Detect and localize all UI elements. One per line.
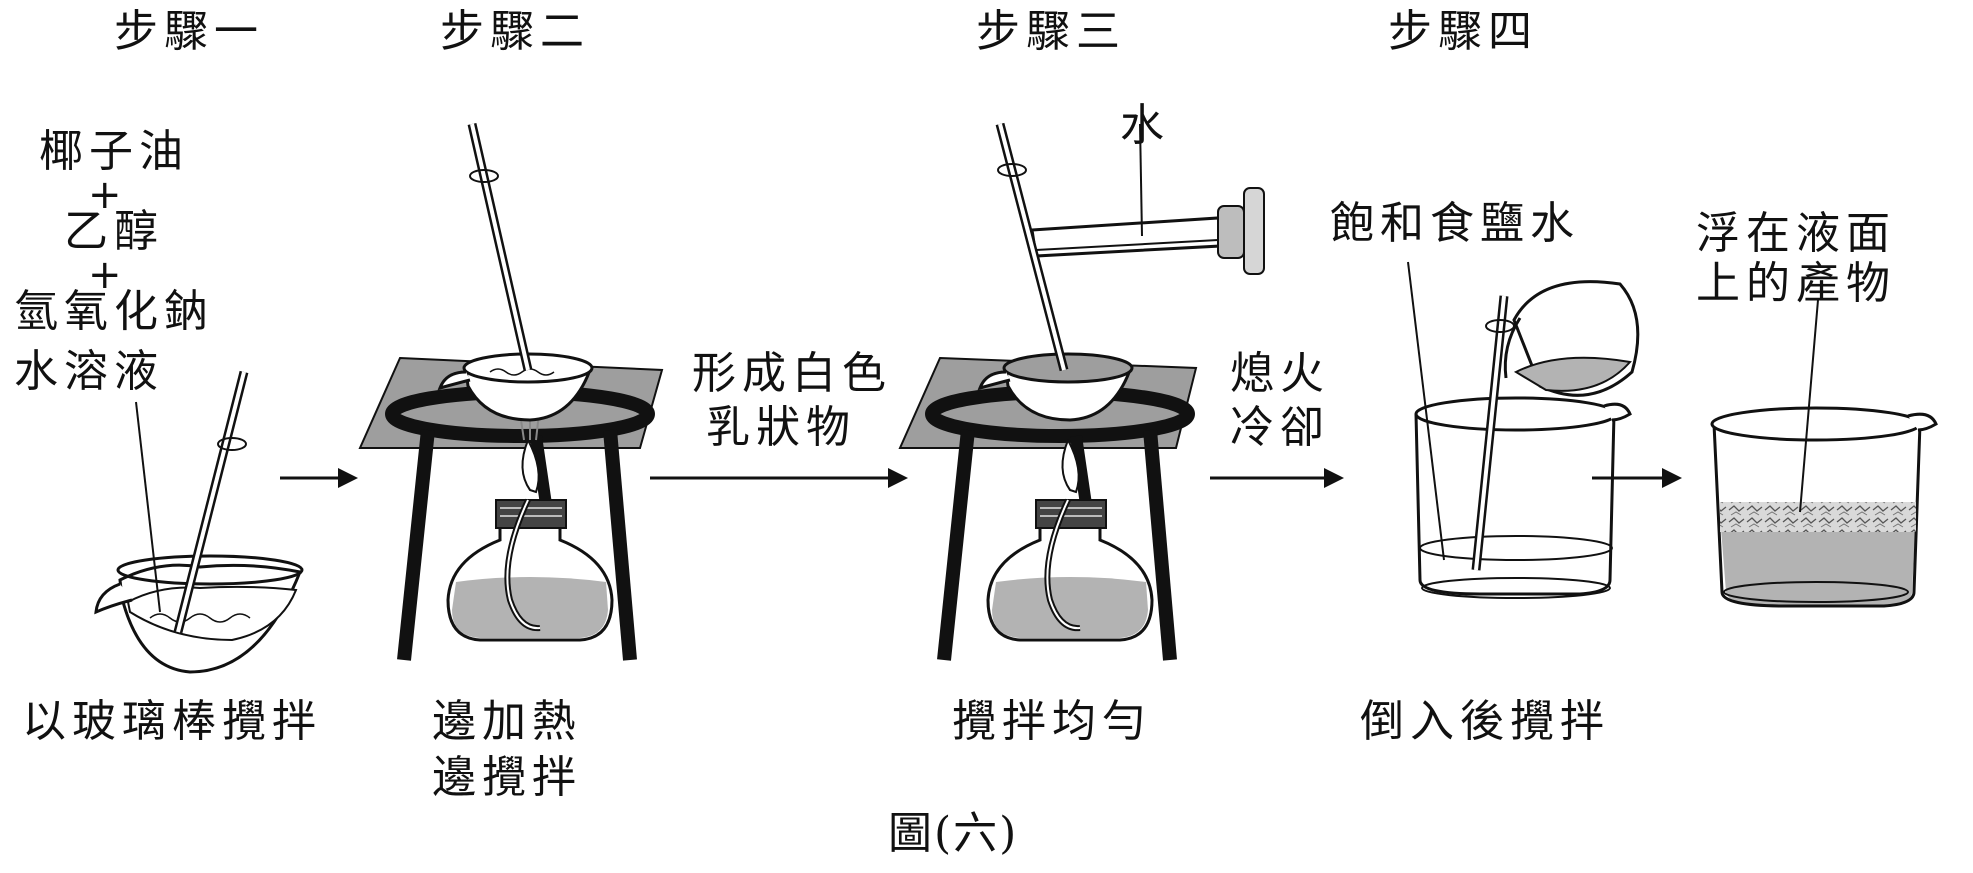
- step1-glass-rod: [173, 370, 249, 634]
- step3-water-label: 水: [1120, 100, 1170, 151]
- ingredient-sodium-hydroxide: 氫氧化鈉: [14, 286, 214, 337]
- step4-pouring-dish: [1503, 280, 1640, 397]
- step4-brine-label: 飽和食鹽水: [1330, 198, 1580, 249]
- transition1-line1: 形成白色: [692, 348, 892, 399]
- step3-action: 攪拌均勻: [952, 696, 1152, 747]
- transition1-line2: 乳狀物: [706, 402, 856, 453]
- step2-glass-rod: [467, 123, 533, 371]
- step4-brine-pointer: [1407, 261, 1445, 561]
- ingredient-aqueous-solution: 水溶液: [14, 346, 164, 397]
- figure-caption: 圖(六): [888, 808, 1019, 859]
- step4-title: 步驟四: [1388, 6, 1538, 57]
- step4-action: 倒入後攪拌: [1360, 696, 1610, 747]
- step1-dish: [94, 554, 304, 674]
- step3-title: 步驟三: [976, 6, 1126, 57]
- step3-glass-rod: [995, 122, 1069, 372]
- transition2-line1: 熄火: [1230, 348, 1330, 399]
- step4-beaker-1: [1414, 396, 1632, 599]
- arrow-4: [1592, 468, 1682, 488]
- step1-action: 以玻璃棒攪拌: [22, 696, 322, 747]
- ingredient-ethanol: 乙醇: [64, 206, 164, 257]
- step3-test-tube: [1030, 123, 1265, 275]
- arrow-1: [280, 468, 358, 488]
- plus-sign-2: +: [88, 252, 122, 298]
- ingredient-coconut-oil: 椰子油: [39, 126, 189, 177]
- step4-product-line2: 上的產物: [1696, 258, 1896, 309]
- step4-product-line1: 浮在液面: [1696, 208, 1896, 259]
- step4-product-pointer: [1799, 299, 1819, 513]
- step1-title: 步驟一: [114, 6, 264, 57]
- plus-sign-1: +: [88, 172, 122, 218]
- step2-alcohol-lamp: [446, 396, 614, 642]
- step2-action-line2: 邊攪拌: [432, 752, 582, 803]
- arrow-2: [650, 468, 908, 488]
- arrow-3: [1210, 468, 1344, 488]
- step3-alcohol-lamp: [986, 437, 1154, 642]
- step4-beaker-2: [1710, 406, 1938, 608]
- step2-action-line1: 邊加熱: [432, 696, 582, 747]
- step1-pointer-line: [135, 401, 161, 613]
- step2-title: 步驟二: [440, 6, 590, 57]
- transition2-line2: 冷卻: [1230, 402, 1330, 453]
